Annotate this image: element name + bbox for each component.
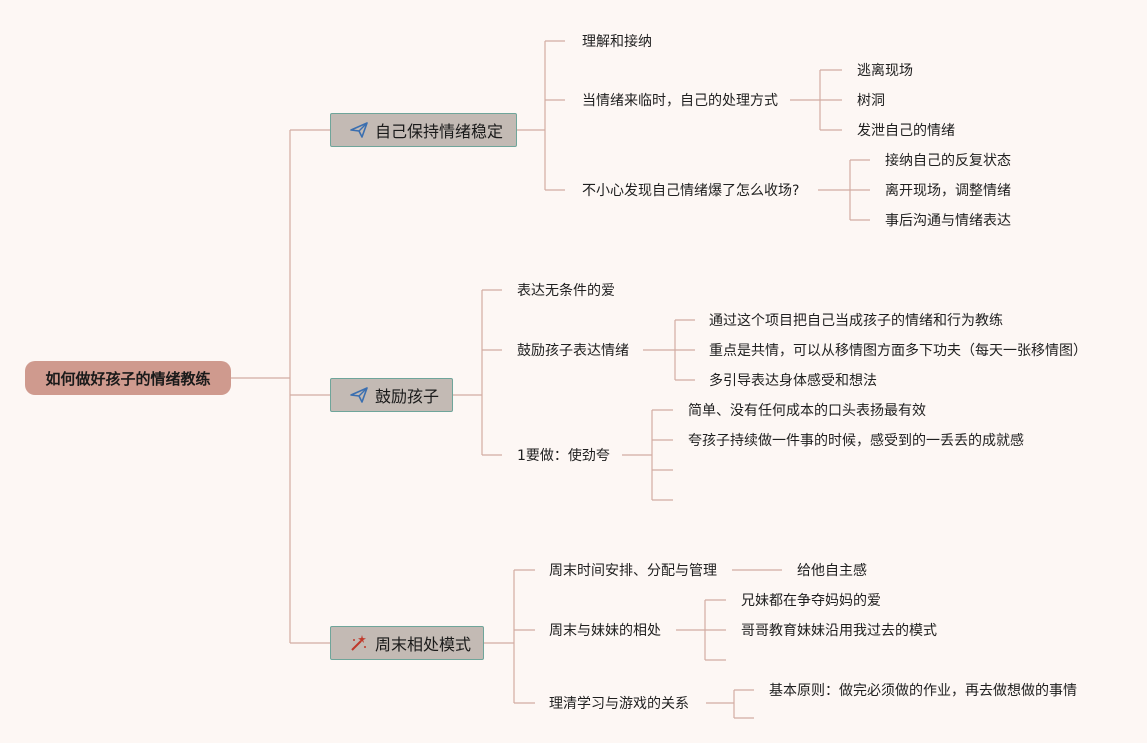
root-node[interactable]: 如何做好孩子的情绪教练	[25, 361, 231, 395]
subtopic-communicate-after[interactable]: 事后沟通与情绪表达	[885, 213, 1011, 229]
subtopic-compete-love[interactable]: 兄妹都在争夺妈妈的爱	[741, 593, 881, 609]
topic-praise-hard[interactable]: 1要做：使劲夸	[517, 448, 610, 464]
branch-label: 鼓励孩子	[375, 387, 440, 406]
subtopic-empathy[interactable]: 重点是共情，可以从移情图方面多下功夫（每天一张移情图）	[709, 343, 1087, 359]
subtopic-achievement[interactable]: 夸孩子持续做一件事的时候，感受到的一丢丢的成就感	[688, 433, 1024, 449]
subtopic-old-pattern[interactable]: 哥哥教育妹妹沿用我过去的模式	[741, 623, 937, 639]
topic-sister-relations[interactable]: 周末与妹妹的相处	[549, 623, 661, 639]
subtopic-coach-project[interactable]: 通过这个项目把自己当成孩子的情绪和行为教练	[709, 313, 1003, 329]
subtopic-escape-scene[interactable]: 逃离现场	[857, 63, 913, 79]
branch-self-emotion-stability[interactable]: 自己保持情绪稳定	[330, 113, 517, 147]
magic-wand-icon	[349, 633, 369, 653]
subtopic-tree-hole[interactable]: 树洞	[857, 93, 885, 109]
branch-weekend-mode[interactable]: 周末相处模式	[330, 626, 484, 660]
topic-emotion-exploded[interactable]: 不小心发现自己情绪爆了怎么收场?	[582, 183, 800, 199]
subtopic-accept-repetition[interactable]: 接纳自己的反复状态	[885, 153, 1011, 169]
paper-plane-icon	[349, 385, 369, 405]
branch-label: 自己保持情绪稳定	[375, 122, 504, 141]
branch-label: 周末相处模式	[375, 635, 472, 654]
topic-self-handling[interactable]: 当情绪来临时，自己的处理方式	[582, 93, 778, 109]
subtopic-basic-principle[interactable]: 基本原则：做完必须做的作业，再去做想做的事情	[769, 683, 1077, 699]
paper-plane-icon	[349, 120, 369, 140]
subtopic-autonomy[interactable]: 给他自主感	[797, 563, 867, 579]
topic-encourage-express[interactable]: 鼓励孩子表达情绪	[517, 343, 629, 359]
branch-encourage-child[interactable]: 鼓励孩子	[330, 378, 453, 412]
subtopic-leave-adjust[interactable]: 离开现场，调整情绪	[885, 183, 1011, 199]
topic-understand-accept[interactable]: 理解和接纳	[582, 34, 652, 50]
topic-weekend-schedule[interactable]: 周末时间安排、分配与管理	[549, 563, 717, 579]
topic-unconditional-love[interactable]: 表达无条件的爱	[517, 283, 615, 299]
subtopic-vent-emotion[interactable]: 发泄自己的情绪	[857, 123, 955, 139]
root-label: 如何做好孩子的情绪教练	[45, 369, 211, 388]
subtopic-verbal-praise[interactable]: 简单、没有任何成本的口头表扬最有效	[688, 403, 926, 419]
topic-study-play[interactable]: 理清学习与游戏的关系	[549, 696, 689, 712]
subtopic-body-feelings[interactable]: 多引导表达身体感受和想法	[709, 373, 877, 389]
